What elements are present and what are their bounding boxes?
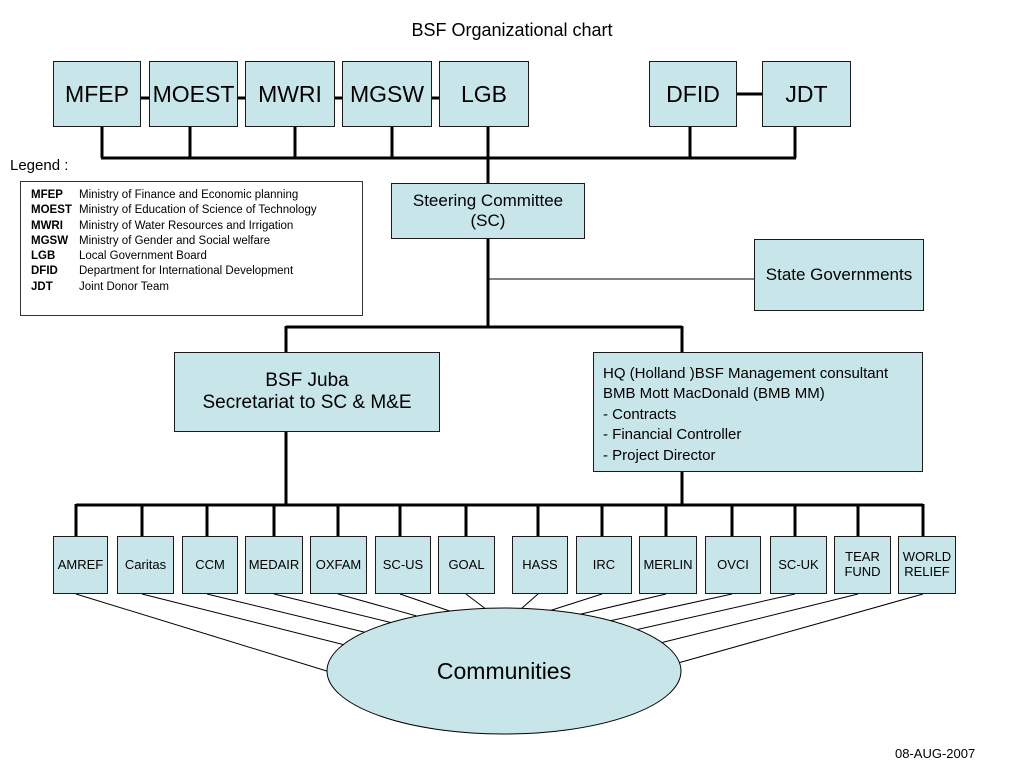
- hq-line: - Financial Controller: [603, 426, 742, 444]
- legend-text: Department for International Development: [79, 265, 294, 278]
- org-goal: GOAL: [438, 536, 495, 594]
- node-state-governments: State Governments: [754, 239, 924, 311]
- hq-line: BMB Mott MacDonald (BMB MM): [603, 385, 825, 403]
- node-bsf-juba: BSF Juba Secretariat to SC & M&E: [174, 352, 440, 432]
- node-moest: MOEST: [149, 61, 238, 127]
- bsf-juba-line1: BSF Juba: [265, 370, 349, 392]
- legend-text: Local Government Board: [79, 250, 207, 263]
- org-ovci: OVCI: [705, 536, 761, 594]
- hq-line: - Contracts: [603, 405, 677, 423]
- org-medair: MEDAIR: [245, 536, 303, 594]
- legend-abbr: MFEP: [31, 189, 63, 201]
- communities-label: Communities: [436, 657, 572, 684]
- legend-entry: MOEST Ministry of Education of Science of…: [31, 204, 362, 219]
- node-jdt: JDT: [762, 61, 851, 127]
- org-irc: IRC: [576, 536, 632, 594]
- legend-abbr: LGB: [31, 250, 56, 263]
- legend-abbr: MGSW: [31, 234, 69, 247]
- legend-abbr: JDT: [31, 280, 53, 293]
- org-amref: AMREF: [53, 536, 108, 594]
- legend-text: Ministry of Gender and Social welfare: [79, 234, 271, 247]
- org-ccm: CCM: [182, 536, 238, 594]
- legend-entry: MFEP Ministry of Finance and Economic pla…: [31, 189, 362, 204]
- legend-entry: LGB Local Government Board: [31, 250, 362, 265]
- communities-ellipse: [326, 607, 682, 735]
- legend-abbr: DFID: [31, 265, 58, 278]
- legend-entry: JDT Joint Donor Team: [31, 281, 362, 296]
- bsf-juba-line2: Secretariat to SC & M&E: [202, 392, 412, 413]
- hq-line: - Project Director: [603, 446, 716, 464]
- legend-box: MFEP Ministry of Finance and Economic pla…: [20, 181, 363, 316]
- org-sc-uk: SC-UK: [770, 536, 827, 594]
- node-steering-committee: Steering Committee (SC): [391, 183, 585, 239]
- node-dfid: DFID: [649, 61, 737, 127]
- legend-entry: MGSW Ministry of Gender and Social welfar…: [31, 235, 362, 250]
- legend-text: Ministry of Water Resources and Irrigati…: [79, 219, 294, 232]
- legend-text: Ministry of Education of Science of Tech…: [79, 204, 317, 217]
- legend-text: Ministry of Finance and Economic plannin…: [79, 189, 299, 201]
- hq-line: HQ (Holland )BSF Management consultant: [603, 365, 889, 382]
- chart-title: BSF Organizational chart: [411, 20, 613, 40]
- org-caritas: Caritas: [117, 536, 174, 594]
- date-stamp: 08-AUG-2007: [895, 746, 976, 761]
- steering-line2: (SC): [470, 211, 506, 230]
- legend-text: Joint Donor Team: [79, 280, 169, 293]
- node-lgb: LGB: [439, 61, 529, 127]
- org-merlin: MERLIN: [639, 536, 697, 594]
- legend-abbr: MOEST: [31, 204, 72, 217]
- org-sc-us: SC-US: [375, 536, 431, 594]
- node-mfep: MFEP: [53, 61, 141, 127]
- node-mgsw: MGSW: [342, 61, 432, 127]
- legend-abbr: MWRI: [31, 219, 63, 232]
- legend-label: Legend :: [10, 157, 69, 174]
- org-hass: HASS: [512, 536, 568, 594]
- legend-entry: DFID Department for International Develop…: [31, 265, 362, 280]
- org-world-relief: WORLD RELIEF: [898, 536, 956, 594]
- legend-entry: MWRI Ministry of Water Resources and Irri…: [31, 220, 362, 235]
- node-hq: HQ (Holland )BSF Management consultant B…: [593, 352, 923, 472]
- org-oxfam: OXFAM: [310, 536, 367, 594]
- node-mwri: MWRI: [245, 61, 335, 127]
- org-tear-fund: TEAR FUND: [834, 536, 891, 594]
- steering-line1: Steering Committee: [412, 191, 564, 211]
